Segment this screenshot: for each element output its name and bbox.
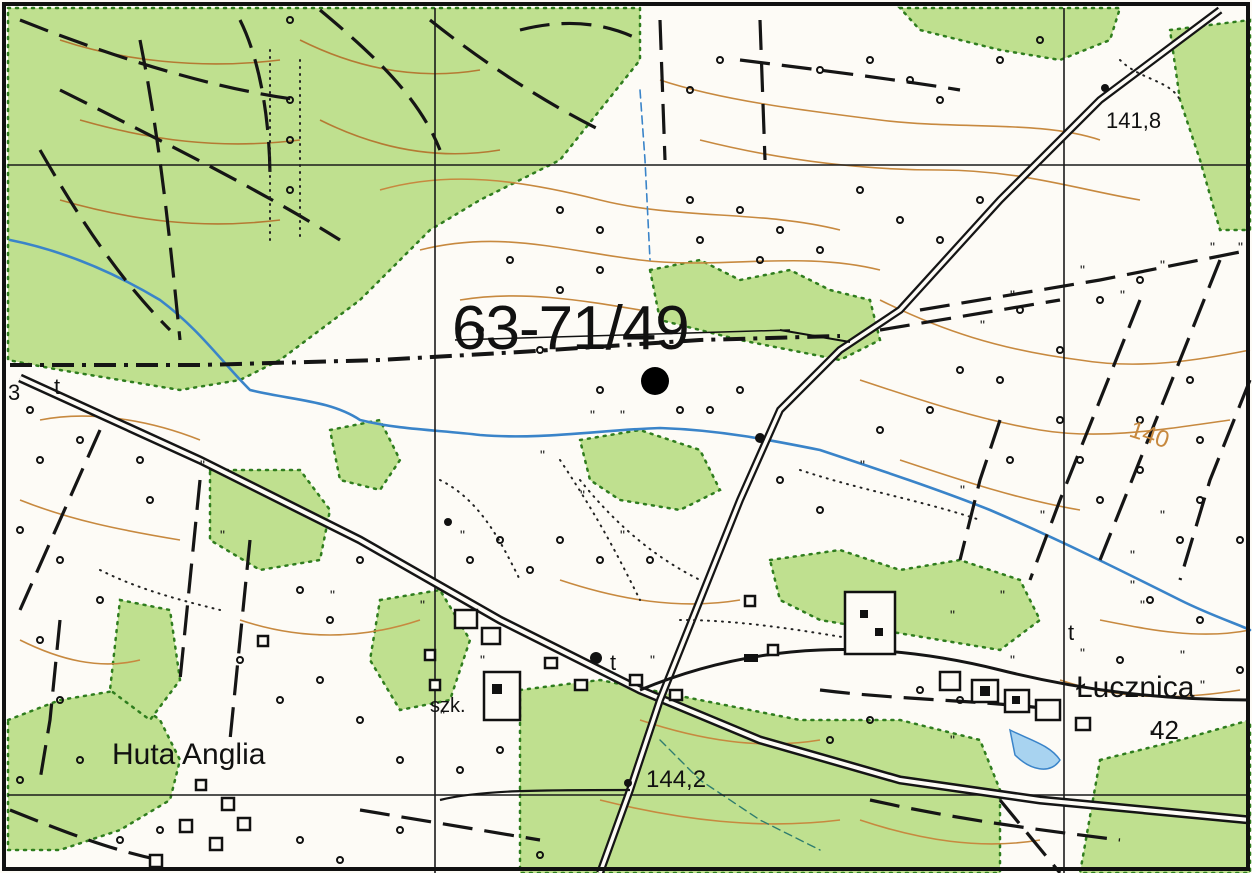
svg-text:": ": [330, 587, 335, 603]
field-boundaries: [99, 49, 1181, 641]
svg-text:": ": [1010, 652, 1015, 668]
svg-text:": ": [1130, 577, 1135, 593]
site-marker: [641, 367, 669, 395]
svg-text:": ": [590, 407, 595, 423]
school-building: [482, 670, 522, 722]
spot-height-144-2: 144,2: [646, 766, 706, 793]
place-name-huta-anglia: Huta Anglia: [112, 738, 266, 771]
buildings: [148, 590, 1092, 869]
svg-text:": ": [1160, 507, 1165, 523]
site-leader-line: [779, 329, 851, 343]
secondary-road: [596, 6, 1223, 873]
svg-text:": ": [460, 527, 465, 543]
admin-boundary: [10, 334, 841, 367]
svg-text:": ": [950, 732, 955, 748]
forest-village-patch: [368, 588, 472, 712]
svg-text:": ": [1140, 597, 1145, 613]
stream-south: [659, 739, 821, 851]
svg-text:": ": [1180, 647, 1185, 663]
svg-text:": ": [1040, 507, 1045, 523]
svg-text:": ": [420, 597, 425, 613]
svg-text:": ": [1210, 239, 1215, 255]
site-label-strike: [454, 329, 791, 341]
forest-areas: [6, 6, 1252, 873]
svg-text:": ": [650, 652, 655, 668]
site-label: 63-71/49: [452, 294, 689, 363]
spot-height-141-8: 141,8: [1106, 108, 1161, 133]
point-markers: [444, 84, 1109, 787]
svg-text:": ": [1130, 547, 1135, 563]
abbrev-t-1: t: [610, 650, 616, 675]
svg-text:": ": [1000, 587, 1005, 603]
forest-northwest: [6, 6, 642, 392]
svg-text:": ": [1238, 239, 1243, 255]
forest-south-west-2: [108, 598, 182, 722]
village-road: [639, 648, 1251, 702]
watercourses: [8, 89, 1252, 851]
edge-number: 3: [8, 380, 20, 405]
lane-south: [439, 788, 631, 802]
svg-text:": ": [1160, 257, 1165, 273]
forest-south-center: [518, 678, 1002, 873]
svg-text:": ": [1080, 645, 1085, 661]
stream-north: [639, 89, 651, 261]
svg-text:": ": [980, 317, 985, 333]
svg-text:": ": [540, 447, 545, 463]
pond-1: [1008, 728, 1061, 770]
svg-text:": ": [1200, 677, 1205, 693]
spot-height-42: 42: [1150, 715, 1179, 745]
svg-text:": ": [1010, 287, 1015, 303]
svg-text:": ": [200, 457, 205, 473]
svg-text:": ": [1150, 727, 1155, 743]
svg-text:": ": [440, 707, 445, 723]
meadow-symbols: """ """ """ """ """ """ """ """ """ """ …: [200, 239, 1243, 748]
place-name-lucznica: Łucznica: [1076, 671, 1195, 704]
school-abbreviation: szk.: [430, 695, 466, 717]
svg-text:": ": [580, 487, 585, 503]
svg-text:": ": [220, 527, 225, 543]
svg-text:": ": [620, 407, 625, 423]
svg-text:": ": [960, 482, 965, 498]
svg-text:": ": [1120, 287, 1125, 303]
forest-southwest: [6, 688, 182, 852]
svg-text:": ": [1080, 262, 1085, 278]
river-main: [8, 238, 1252, 632]
forest-tracks: [9, 8, 1252, 873]
svg-text:": ": [860, 457, 865, 473]
abbrev-t-3: t: [1068, 620, 1074, 645]
svg-text:": ": [480, 652, 485, 668]
forest-road-patch: [208, 468, 332, 572]
svg-text:": ": [950, 607, 955, 623]
forest-north-strip: [897, 6, 1122, 62]
building-fills: [492, 610, 1020, 704]
farm-building: [843, 590, 897, 656]
forest-east-patch: [768, 548, 1042, 652]
forest-mid-patch: [578, 428, 722, 512]
svg-text:": ": [620, 527, 625, 543]
tree-symbols: [16, 16, 1244, 864]
contour-lines: [19, 39, 1251, 845]
abbrev-t-2: t: [54, 374, 60, 399]
